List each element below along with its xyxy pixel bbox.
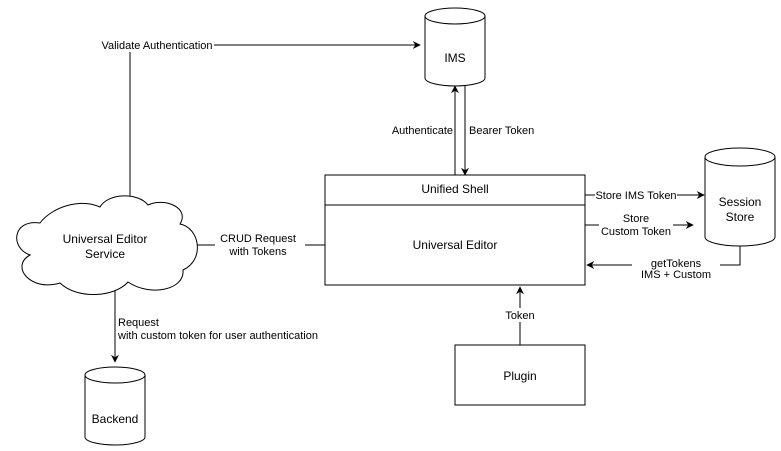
edge-label-with-custom-token: with custom token for user authenticatio…	[117, 330, 318, 342]
session-store-label-line2: Store	[726, 210, 755, 224]
edge-get-tokens: getTokens IMS + Custom	[586, 246, 741, 281]
edge-label-ims-custom: IMS + Custom	[641, 269, 711, 281]
edge-label-with-tokens: with Tokens	[228, 246, 287, 258]
edge-label-bearer-token: Bearer Token	[469, 125, 534, 137]
ims-database[interactable]: IMS	[424, 7, 486, 87]
universal-editor-service-cloud[interactable]: Universal Editor Service	[16, 195, 198, 295]
backend-label: Backend	[92, 412, 139, 426]
edge-validate-authentication: Validate Authentication	[98, 38, 421, 205]
session-store-database[interactable]: Session Store	[704, 147, 776, 247]
unified-shell-container[interactable]: Unified Shell Universal Editor	[324, 174, 586, 286]
edge-store-custom-token: Store Custom Token	[585, 212, 694, 238]
edge-label-validate-authentication: Validate Authentication	[101, 40, 212, 52]
edge-label-store: Store	[623, 213, 649, 225]
edge-authenticate: Authenticate	[392, 85, 459, 175]
edge-label-custom-token: Custom Token	[601, 226, 671, 238]
backend-database[interactable]: Backend	[84, 366, 146, 446]
session-store-label-line1: Session	[719, 195, 762, 209]
edge-label-request: Request	[118, 317, 159, 329]
ue-service-label-line2: Service	[85, 247, 125, 261]
edge-label-token: Token	[505, 310, 534, 322]
edge-token: Token	[503, 286, 537, 345]
plugin-box[interactable]: Plugin	[454, 344, 586, 406]
edge-label-store-ims-token: Store IMS Token	[595, 190, 676, 202]
edge-store-ims-token: Store IMS Token	[585, 188, 705, 202]
unified-shell-label: Unified Shell	[421, 182, 488, 196]
ims-label: IMS	[444, 51, 465, 65]
edge-label-crud-request: CRUD Request	[220, 233, 296, 245]
ue-service-label-line1: Universal Editor	[63, 232, 148, 246]
edge-request-backend: Request with custom token for user authe…	[111, 290, 318, 363]
universal-editor-label: Universal Editor	[413, 238, 498, 252]
edge-label-authenticate: Authenticate	[392, 125, 453, 137]
edge-crud-request: CRUD Request with Tokens	[179, 232, 325, 258]
edge-bearer-token: Bearer Token	[461, 86, 534, 176]
plugin-label: Plugin	[503, 369, 536, 383]
edge-label-get-tokens: getTokens	[651, 258, 702, 270]
